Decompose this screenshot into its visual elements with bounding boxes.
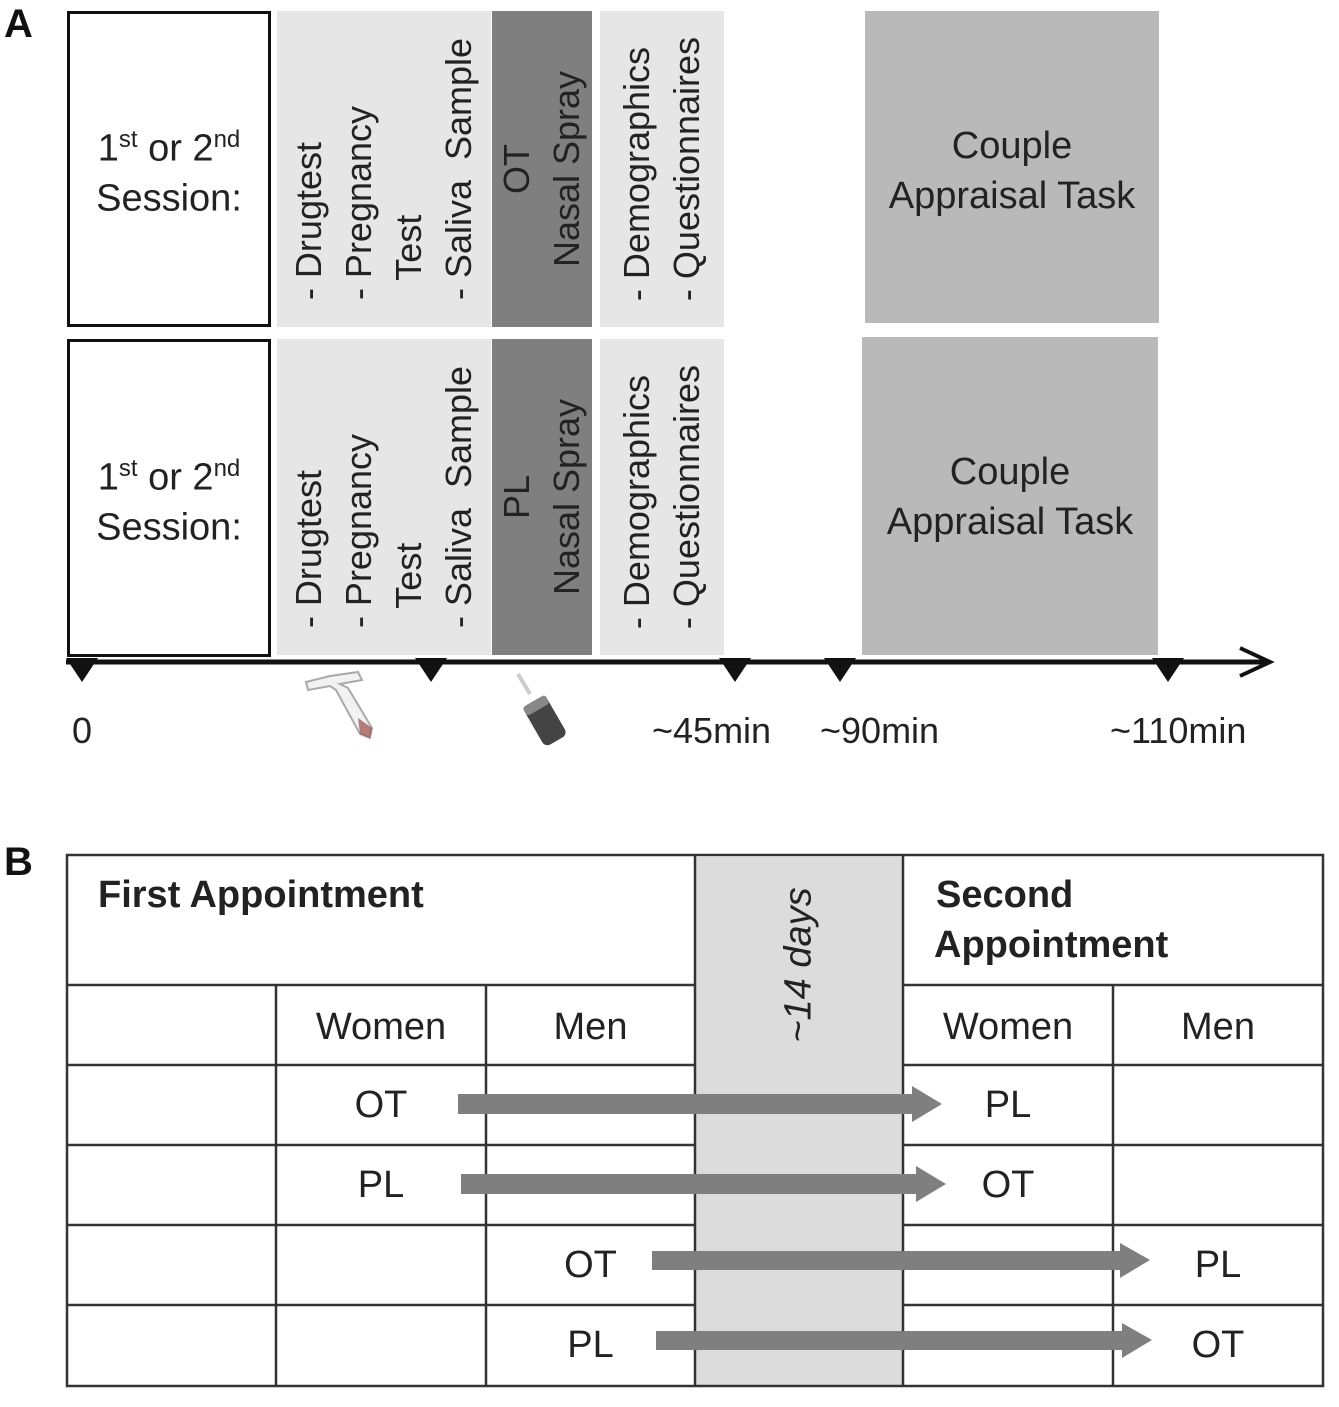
row-2-from: PL — [357, 1164, 405, 1206]
first-appointment-heading: First Appointment — [98, 874, 424, 916]
second-appointment-line-2: Appointment — [934, 924, 1169, 966]
saliva-tube-icon — [304, 670, 374, 740]
session-box-1: 1st or 2nd Session: — [67, 11, 271, 327]
row-1-from: OT — [354, 1084, 408, 1126]
timeline-marker-110 — [1152, 658, 1184, 682]
task-block-2: Couple Appraisal Task — [862, 337, 1158, 655]
row-1-to: PL — [984, 1084, 1032, 1126]
questionnaire-block-2: - Demographics - Questionnaires — [600, 339, 724, 655]
timeline-label-90: ~90min — [820, 710, 940, 751]
session-ordinal: 1st or 2nd — [97, 454, 241, 499]
arrow-row-4 — [656, 1323, 1152, 1358]
session-word: Session: — [96, 177, 242, 220]
task-label: Couple Appraisal Task — [862, 447, 1158, 547]
row-2-to: OT — [981, 1164, 1035, 1206]
timeline — [66, 646, 1275, 682]
timeline-arrowhead — [1239, 646, 1275, 678]
row-4-from: PL — [567, 1324, 614, 1366]
timeline-marker-45 — [719, 658, 751, 682]
row-4-to: OT — [1191, 1324, 1245, 1366]
task-line-2: Appraisal Task — [888, 175, 1136, 217]
column-header-men-second: Men — [1181, 1006, 1255, 1048]
nasal-spray-icon — [516, 672, 566, 746]
prep-block-1: - Drugtest - Pregnancy Test - Saliva Sam… — [277, 11, 491, 327]
column-header-men-first: Men — [553, 1006, 628, 1048]
session-label: 1st or 2nd Session: — [70, 444, 268, 553]
timeline-marker-0 — [66, 658, 98, 682]
column-header-women-second: Women — [942, 1006, 1074, 1048]
row-3-to: PL — [1194, 1244, 1242, 1286]
timeline-label-0: 0 — [72, 710, 93, 751]
session-word: Session: — [96, 506, 242, 549]
column-header-women-first: Women — [315, 1006, 447, 1048]
spray-block-1: OT Nasal Spray — [492, 11, 592, 327]
panel-b-label: B — [4, 840, 33, 884]
timeline-label-110: ~110min — [1110, 710, 1247, 751]
task-line-1: Couple — [951, 125, 1073, 167]
interval-band — [695, 857, 903, 1387]
spray-block-2: PL Nasal Spray — [492, 339, 592, 655]
arrow-row-3 — [652, 1243, 1150, 1278]
second-appointment-line-1: Second — [936, 874, 1074, 916]
arrow-row-2 — [461, 1166, 946, 1202]
questionnaire-block-1: - Demographics - Questionnaires — [600, 11, 724, 327]
task-line-1: Couple — [949, 451, 1071, 493]
second-appointment-heading: Second Appointment — [934, 870, 1168, 970]
row-3-from: OT — [564, 1244, 617, 1286]
task-block-1: Couple Appraisal Task — [865, 11, 1159, 323]
session-box-2: 1st or 2nd Session: — [67, 339, 271, 657]
session-label: 1st or 2nd Session: — [70, 115, 268, 224]
task-label: Couple Appraisal Task — [865, 121, 1159, 221]
timeline-marker-90 — [824, 658, 856, 682]
timeline-label-45: ~45min — [652, 710, 772, 751]
arrow-row-1 — [458, 1086, 942, 1122]
session-ordinal: 1st or 2nd — [97, 125, 241, 170]
task-line-2: Appraisal Task — [886, 501, 1134, 543]
prep-block-2: - Drugtest - Pregnancy Test - Saliva Sam… — [277, 339, 491, 655]
panel-a-label: A — [4, 2, 33, 46]
timeline-marker-prep-end — [415, 658, 447, 682]
